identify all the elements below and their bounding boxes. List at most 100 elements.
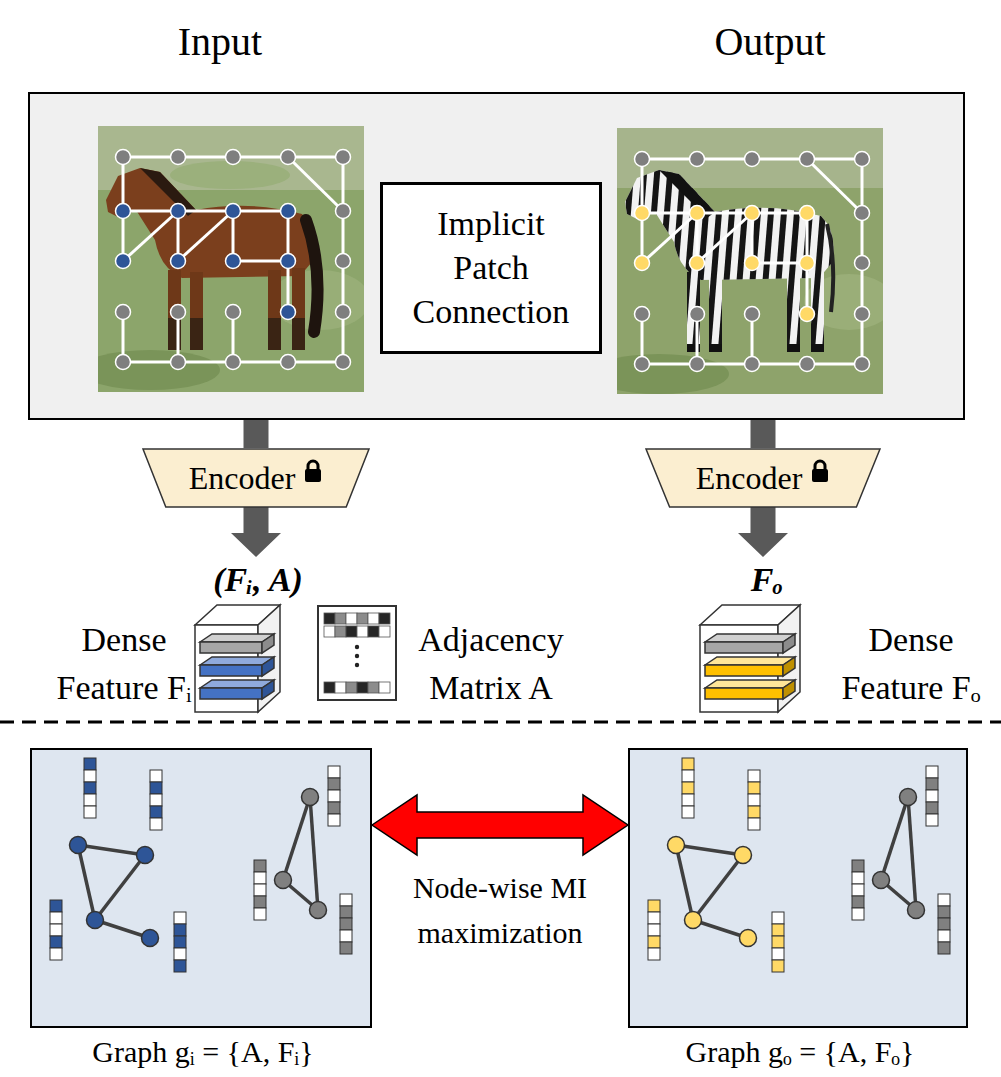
graph-panel: Graph gᵢ = {A, Fᵢ} (30, 748, 372, 1028)
feature-vector-cell (254, 896, 266, 908)
patch-node (226, 254, 241, 269)
feature-vector-cell (328, 766, 340, 778)
graph-caption: Graph gᵢ = {A, Fᵢ} (12, 1034, 394, 1070)
matrix-cell (368, 682, 379, 693)
zebra-photo (589, 128, 894, 394)
lock-shackle (308, 461, 318, 470)
patch-node (281, 204, 296, 219)
patch-node (745, 206, 760, 221)
graph-panel-fill (30, 748, 372, 1028)
feature-vector-cell (852, 896, 864, 908)
feature-vector-cell (328, 802, 340, 814)
encoder-trapezoid (646, 449, 880, 507)
encoder-trapezoid (143, 449, 369, 507)
matrix-cell (357, 613, 368, 624)
feature-vector-cell (254, 908, 266, 920)
patch-node (336, 150, 351, 165)
graph-link (676, 845, 743, 855)
graph-node (873, 872, 890, 889)
feature-vector-cell (852, 872, 864, 884)
feature-vector-cell (682, 794, 694, 806)
feature-vector-cell (150, 818, 162, 830)
matrix-cell (335, 626, 346, 637)
down-arrow (231, 507, 281, 557)
graph-link (283, 797, 310, 880)
patch-graph-overlay (116, 150, 870, 372)
mi-arrow (372, 795, 628, 855)
patch-node (116, 355, 131, 370)
patch-node (800, 206, 815, 221)
feature-vector-cell (50, 948, 62, 960)
feature-label: Adjacency Matrix A (398, 616, 584, 712)
graph-link (78, 845, 95, 920)
graph-node (70, 837, 87, 854)
matrix-cell (379, 626, 390, 637)
feature-vector-cell (174, 912, 186, 924)
patch-node (800, 307, 815, 322)
patch-node (171, 305, 186, 320)
matrix-cell (357, 626, 368, 637)
graph-node (137, 847, 154, 864)
matrix-cell (335, 613, 346, 624)
feature-vector-cell (682, 806, 694, 818)
feature-vector-cell (328, 814, 340, 826)
process-box: Implicit Patch Connection (380, 182, 602, 354)
patch-node (635, 357, 650, 372)
feature-vector-cell (50, 924, 62, 936)
graph-link (881, 797, 908, 880)
feature-vector-cell (772, 924, 784, 936)
matrix-cell (346, 613, 357, 624)
feature-vector-cell (340, 942, 352, 954)
feature-vector-cell (328, 778, 340, 790)
feature-vector-cell (648, 924, 660, 936)
matrix-cell (346, 626, 357, 637)
feature-vector-cell (772, 948, 784, 960)
flow-arrow (751, 420, 776, 448)
patch-node (635, 256, 650, 271)
patch-node (171, 150, 186, 165)
feature-vector-cell (340, 906, 352, 918)
graph-link (78, 845, 145, 855)
feature-vector-cell (938, 942, 950, 954)
lock-icon (810, 459, 830, 483)
feature-vector-cell (748, 782, 760, 794)
patch-node (226, 204, 241, 219)
feature-cube (700, 605, 800, 712)
feature-vector-cell (50, 936, 62, 948)
graph-link (310, 797, 318, 910)
feature-vector-cell (174, 948, 186, 960)
patch-node (855, 206, 870, 221)
feature-vector-cell (174, 936, 186, 948)
feature-vector-cell (254, 884, 266, 896)
patch-node (116, 150, 131, 165)
patch-node (281, 355, 296, 370)
patch-node (336, 204, 351, 219)
feature-label: Fₒ (707, 560, 827, 600)
graph-node (900, 789, 917, 806)
patch-node (800, 357, 815, 372)
graph-node (302, 789, 319, 806)
patch-node (690, 152, 705, 167)
patch-node (690, 206, 705, 221)
patch-link (642, 213, 697, 263)
matrix-cell (324, 626, 335, 637)
feature-vector-cell (926, 814, 938, 826)
feature-vector-cell (748, 806, 760, 818)
feature-vector-cell (682, 782, 694, 794)
patch-link (178, 211, 233, 261)
feature-vector-cell (926, 766, 938, 778)
down-arrow (738, 507, 788, 557)
patch-node (745, 307, 760, 322)
feature-vector-cell (748, 770, 760, 782)
graph-node (142, 930, 159, 947)
graph-link (95, 855, 145, 920)
edge-label: Node-wise MI maximization (410, 865, 590, 955)
lock-body (812, 469, 828, 482)
panel-fill (28, 92, 965, 420)
patch-node (855, 152, 870, 167)
lock-icon (303, 459, 323, 483)
horse-photo (98, 126, 364, 392)
feature-vector-cell (254, 860, 266, 872)
feature-vector-cell (150, 782, 162, 794)
